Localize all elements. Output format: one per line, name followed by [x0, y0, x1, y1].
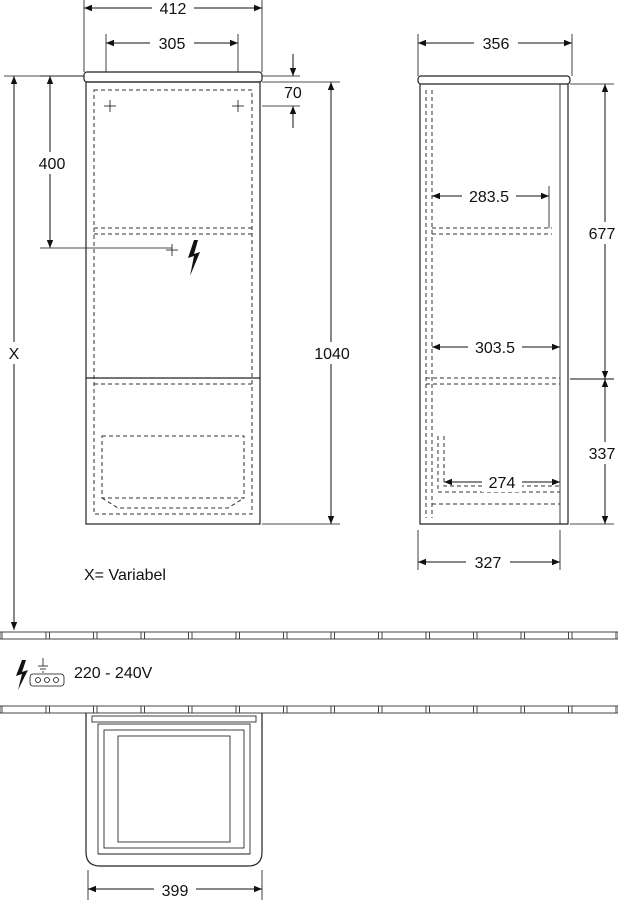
floor-tile — [476, 631, 522, 640]
floor-tile — [286, 631, 332, 640]
floor-tile — [1, 631, 47, 640]
dim-variable: X — [9, 346, 20, 363]
plan-view: 399 — [85, 713, 263, 900]
plan-cabinet-outline — [85, 713, 263, 867]
dim-side-bottom-depth: 327 — [475, 555, 502, 572]
lightning-icon — [188, 240, 200, 276]
plan-inner-box — [97, 723, 251, 855]
floor-tile — [96, 705, 142, 714]
side-top-panel — [417, 75, 571, 85]
dim-front-inner-width: 305 — [159, 36, 186, 53]
dim-side-upper-height: 677 — [589, 226, 616, 243]
floor-tiles-upper — [0, 631, 618, 640]
floor-tile — [571, 631, 617, 640]
floor-tile — [429, 631, 474, 640]
floor-tile — [239, 631, 284, 640]
dim-drawer-depth: 274 — [489, 475, 516, 492]
voltage-label: 220 - 240V — [74, 665, 153, 682]
variable-note: X= Variabel — [84, 567, 166, 584]
floor-tile — [476, 705, 522, 714]
front-cabinet-body — [85, 81, 261, 525]
floor-tile — [144, 705, 189, 714]
floor-tile — [191, 705, 237, 714]
front-view: 412 305 70 400 1040 X — [4, 0, 356, 630]
socket-icon — [29, 658, 65, 687]
floor-tile — [49, 631, 94, 640]
floor-tile — [144, 631, 189, 640]
dim-front-height: 1040 — [314, 346, 350, 363]
floor-tile — [524, 705, 569, 714]
dim-plan-width: 399 — [162, 883, 189, 900]
side-drawer — [437, 436, 560, 493]
mounting-cross-left — [104, 100, 116, 112]
dim-top-offset: 70 — [284, 85, 302, 102]
dim-shelf-lower: 303.5 — [475, 340, 515, 357]
power-note: 220 - 240V — [16, 658, 153, 690]
front-top-panel — [83, 71, 263, 83]
floor-tile — [191, 631, 237, 640]
floor-tile — [381, 631, 427, 640]
floor-tile — [49, 705, 94, 714]
lightning-icon — [16, 660, 28, 690]
floor-tile — [429, 705, 474, 714]
floor-tile — [334, 705, 379, 714]
socket-cross — [166, 244, 178, 256]
floor-tile — [334, 631, 379, 640]
dim-front-width: 412 — [160, 1, 187, 18]
dim-shelf-upper: 283.5 — [469, 189, 509, 206]
floor-tile — [239, 705, 284, 714]
floor-tile — [571, 705, 617, 714]
dim-side-depth: 356 — [483, 36, 510, 53]
floor-tile — [286, 705, 332, 714]
side-view: 356 283.5 303.5 274 677 337 327 — [417, 34, 618, 572]
front-drawer — [101, 435, 245, 499]
mounting-cross-right — [232, 100, 244, 112]
dim-front-upper: 400 — [39, 156, 66, 173]
side-cabinet-body — [419, 84, 569, 525]
floor-tile — [381, 705, 427, 714]
floor-tiles-lower — [0, 705, 618, 714]
front-inner-frame — [93, 89, 253, 515]
dim-side-lower-height: 337 — [589, 446, 616, 463]
floor-tile — [524, 631, 569, 640]
floor-tile — [96, 631, 142, 640]
floor-tile — [1, 705, 47, 714]
